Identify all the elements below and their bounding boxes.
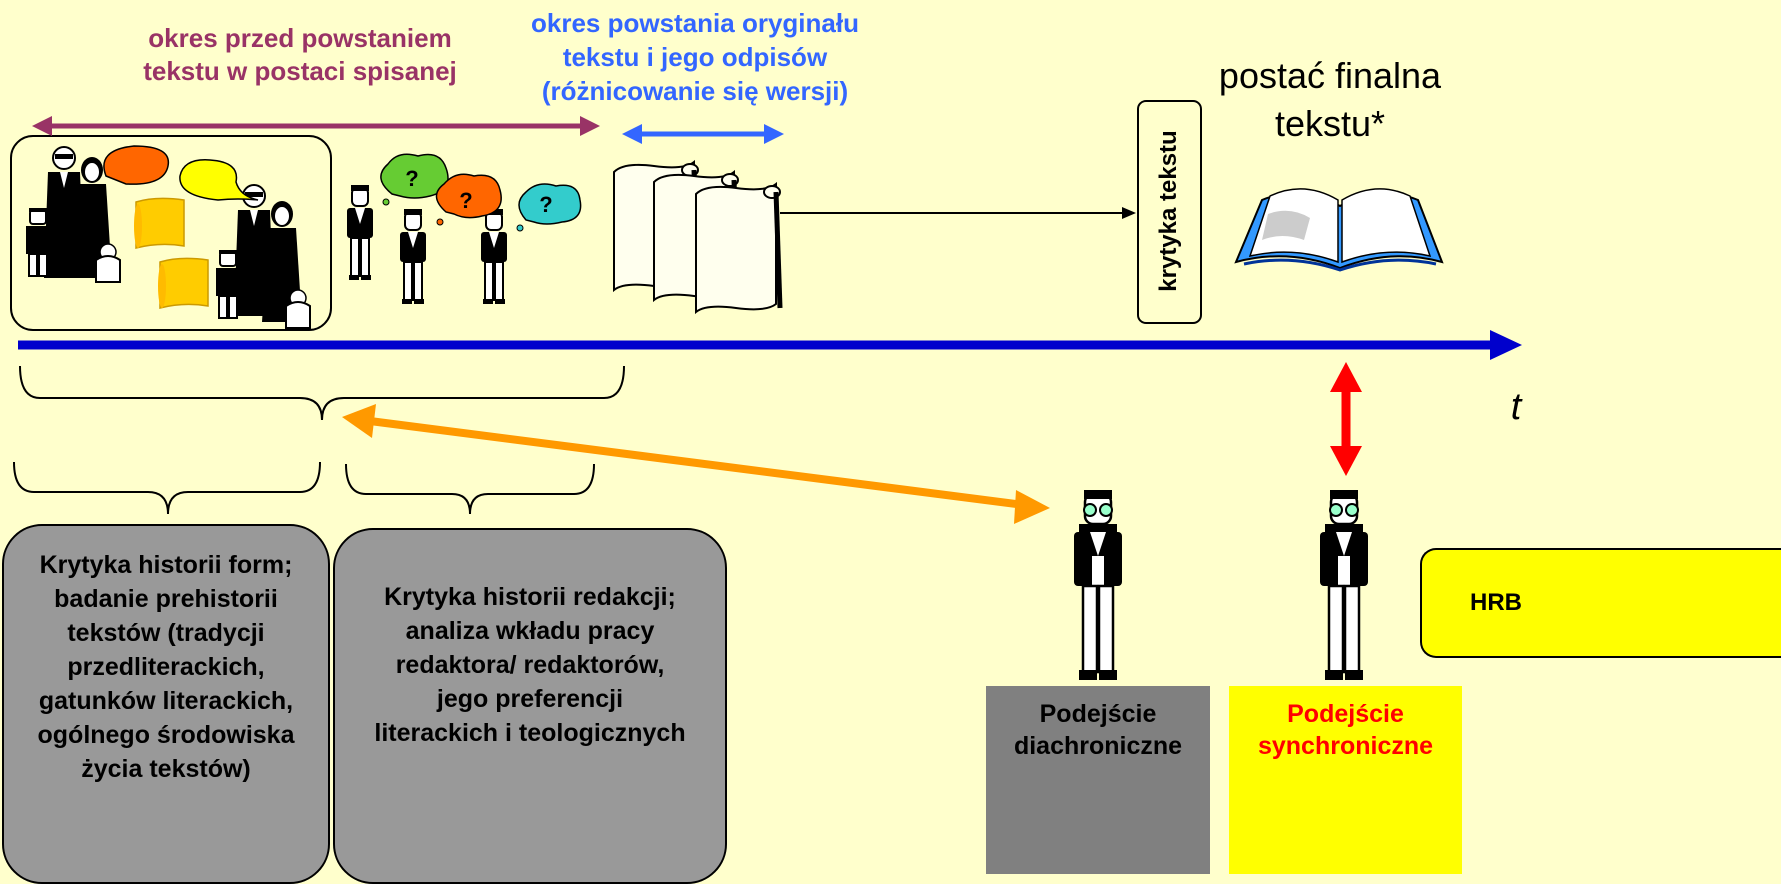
- pre-written-period-arrow: [32, 116, 600, 136]
- brace-form: [13, 461, 321, 515]
- text-criticism-label: krytyka tekstu: [1155, 130, 1182, 292]
- brace-large: [19, 365, 625, 421]
- synchronic-scholar-figure: [1318, 488, 1370, 682]
- brace-redaction: [345, 463, 595, 515]
- hrb-box: HRB: [1420, 548, 1781, 658]
- question-mark-3: ?: [539, 192, 553, 217]
- origin-period-label: okres powstania oryginału tekstu i jego …: [531, 8, 859, 106]
- oral-period-frame: [10, 135, 332, 331]
- book-icon: [1234, 188, 1444, 272]
- diachronic-link-arrow: [342, 404, 1050, 524]
- oral-tradition-figures: [25, 145, 311, 329]
- transmission-arrow: [780, 207, 1136, 219]
- hrb-text: HRB: [1470, 589, 1522, 616]
- synchronic-link-arrow: [1330, 362, 1362, 476]
- text-criticism-box: [1137, 100, 1202, 324]
- editors-figures: [346, 153, 582, 305]
- manuscript-scrolls: [614, 162, 780, 312]
- form-criticism-box: Krytyka historii form; badanie prehistor…: [2, 524, 330, 884]
- pre-written-period-label: okres przed powstaniem tekstu w postaci …: [143, 23, 457, 86]
- redaction-criticism-text: Krytyka historii redakcji; analiza wkład…: [374, 583, 686, 747]
- diachronic-scholar-figure: [1072, 488, 1124, 682]
- synchronic-approach-text: Podejście synchroniczne: [1257, 700, 1434, 760]
- question-mark-1: ?: [405, 166, 419, 191]
- final-form-label: postać finalna tekstu*: [1218, 55, 1442, 144]
- time-axis-label: t: [1510, 386, 1522, 428]
- origin-period-arrow: [622, 124, 784, 144]
- redaction-criticism-box: Krytyka historii redakcji; analiza wkład…: [333, 528, 727, 884]
- diachronic-approach-box: Podejście diachroniczne: [986, 686, 1210, 874]
- question-mark-2: ?: [459, 188, 473, 213]
- time-axis: [18, 330, 1522, 360]
- diachronic-approach-text: Podejście diachroniczne: [1013, 700, 1183, 760]
- form-criticism-text: Krytyka historii form; badanie prehistor…: [37, 551, 295, 783]
- synchronic-approach-box: Podejście synchroniczne: [1229, 686, 1462, 874]
